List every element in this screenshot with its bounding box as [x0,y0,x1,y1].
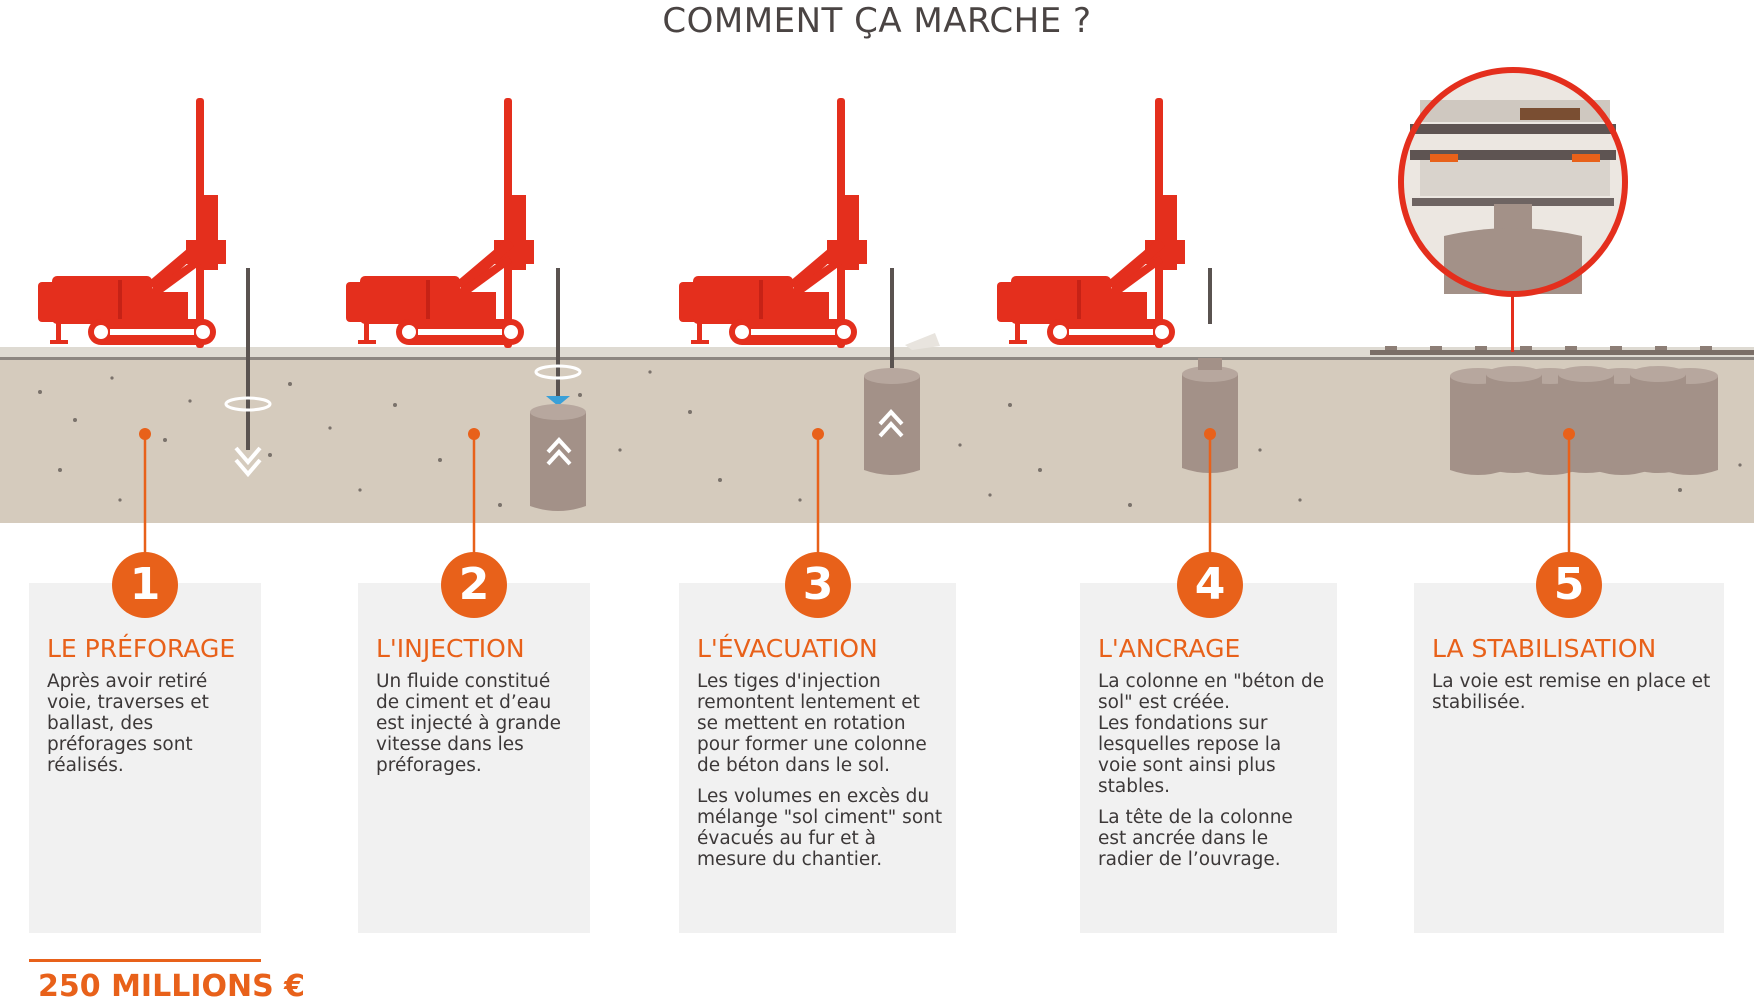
partial-section-heading: 250 MILLIONS € [38,969,306,1004]
step-paragraph: Après avoir retiré voie, traverses et ba… [47,671,209,776]
step-card-3: L'ÉVACUATION Les tiges d'injection remon… [679,583,956,933]
step-title: L'ANCRAGE [1098,634,1241,663]
step-description: Les tiges d'injection remontent lentemen… [697,671,944,880]
step-paragraph: La tête de la colonne est ancrée dans le… [1098,807,1293,870]
process-illustration [0,67,1754,555]
step-description: Un fluide constitué de ciment et d’eau e… [376,671,578,786]
step-description: Après avoir retiré voie, traverses et ba… [47,671,249,786]
step-paragraph: La colonne en "béton de sol" est créée. [1098,671,1325,713]
step-paragraph: Les tiges d'injection remontent lentemen… [697,671,927,776]
step-number-badge-3: 3 [785,552,851,618]
drilling-rig-1 [38,98,226,348]
drilling-rig-4 [997,98,1185,348]
section-divider [29,959,261,962]
step-title: LA STABILISATION [1432,634,1657,663]
step-number-badge-1: 1 [112,552,178,618]
drilling-rig-2 [346,98,534,348]
step-card-1: LE PRÉFORAGE Après avoir retiré voie, tr… [29,583,261,933]
rotation-icon [224,396,272,412]
step-number-badge-5: 5 [1536,552,1602,618]
step-paragraph: Les volumes en excès du mélange "sol cim… [697,786,943,870]
step-card-4: L'ANCRAGE La colonne en "béton de sol" e… [1080,583,1337,933]
step-paragraph: Les fondations sur lesquelles repose la … [1098,713,1282,797]
magnified-detail [1398,67,1628,297]
drilling-rig-3 [679,98,867,348]
up-arrow-icon [546,437,572,454]
step-title: L'ÉVACUATION [697,634,878,663]
step-card-2: L'INJECTION Un fluide constitué de cimen… [358,583,590,933]
page-title: COMMENT ÇA MARCHE ? [662,1,1092,41]
step-number-badge-2: 2 [441,552,507,618]
step-description: La voie est remise en place et stabilisé… [1432,671,1712,723]
down-arrow-icon [234,446,262,466]
step-title: L'INJECTION [376,634,525,663]
step-title: LE PRÉFORAGE [47,634,236,663]
step-card-5: LA STABILISATION La voie est remise en p… [1414,583,1724,933]
step-description: La colonne en "béton de sol" est créée. … [1098,671,1325,880]
step-paragraph: Un fluide constitué de ciment et d’eau e… [376,671,561,776]
step-number-badge-4: 4 [1177,552,1243,618]
step-paragraph: La voie est remise en place et stabilisé… [1432,671,1711,713]
